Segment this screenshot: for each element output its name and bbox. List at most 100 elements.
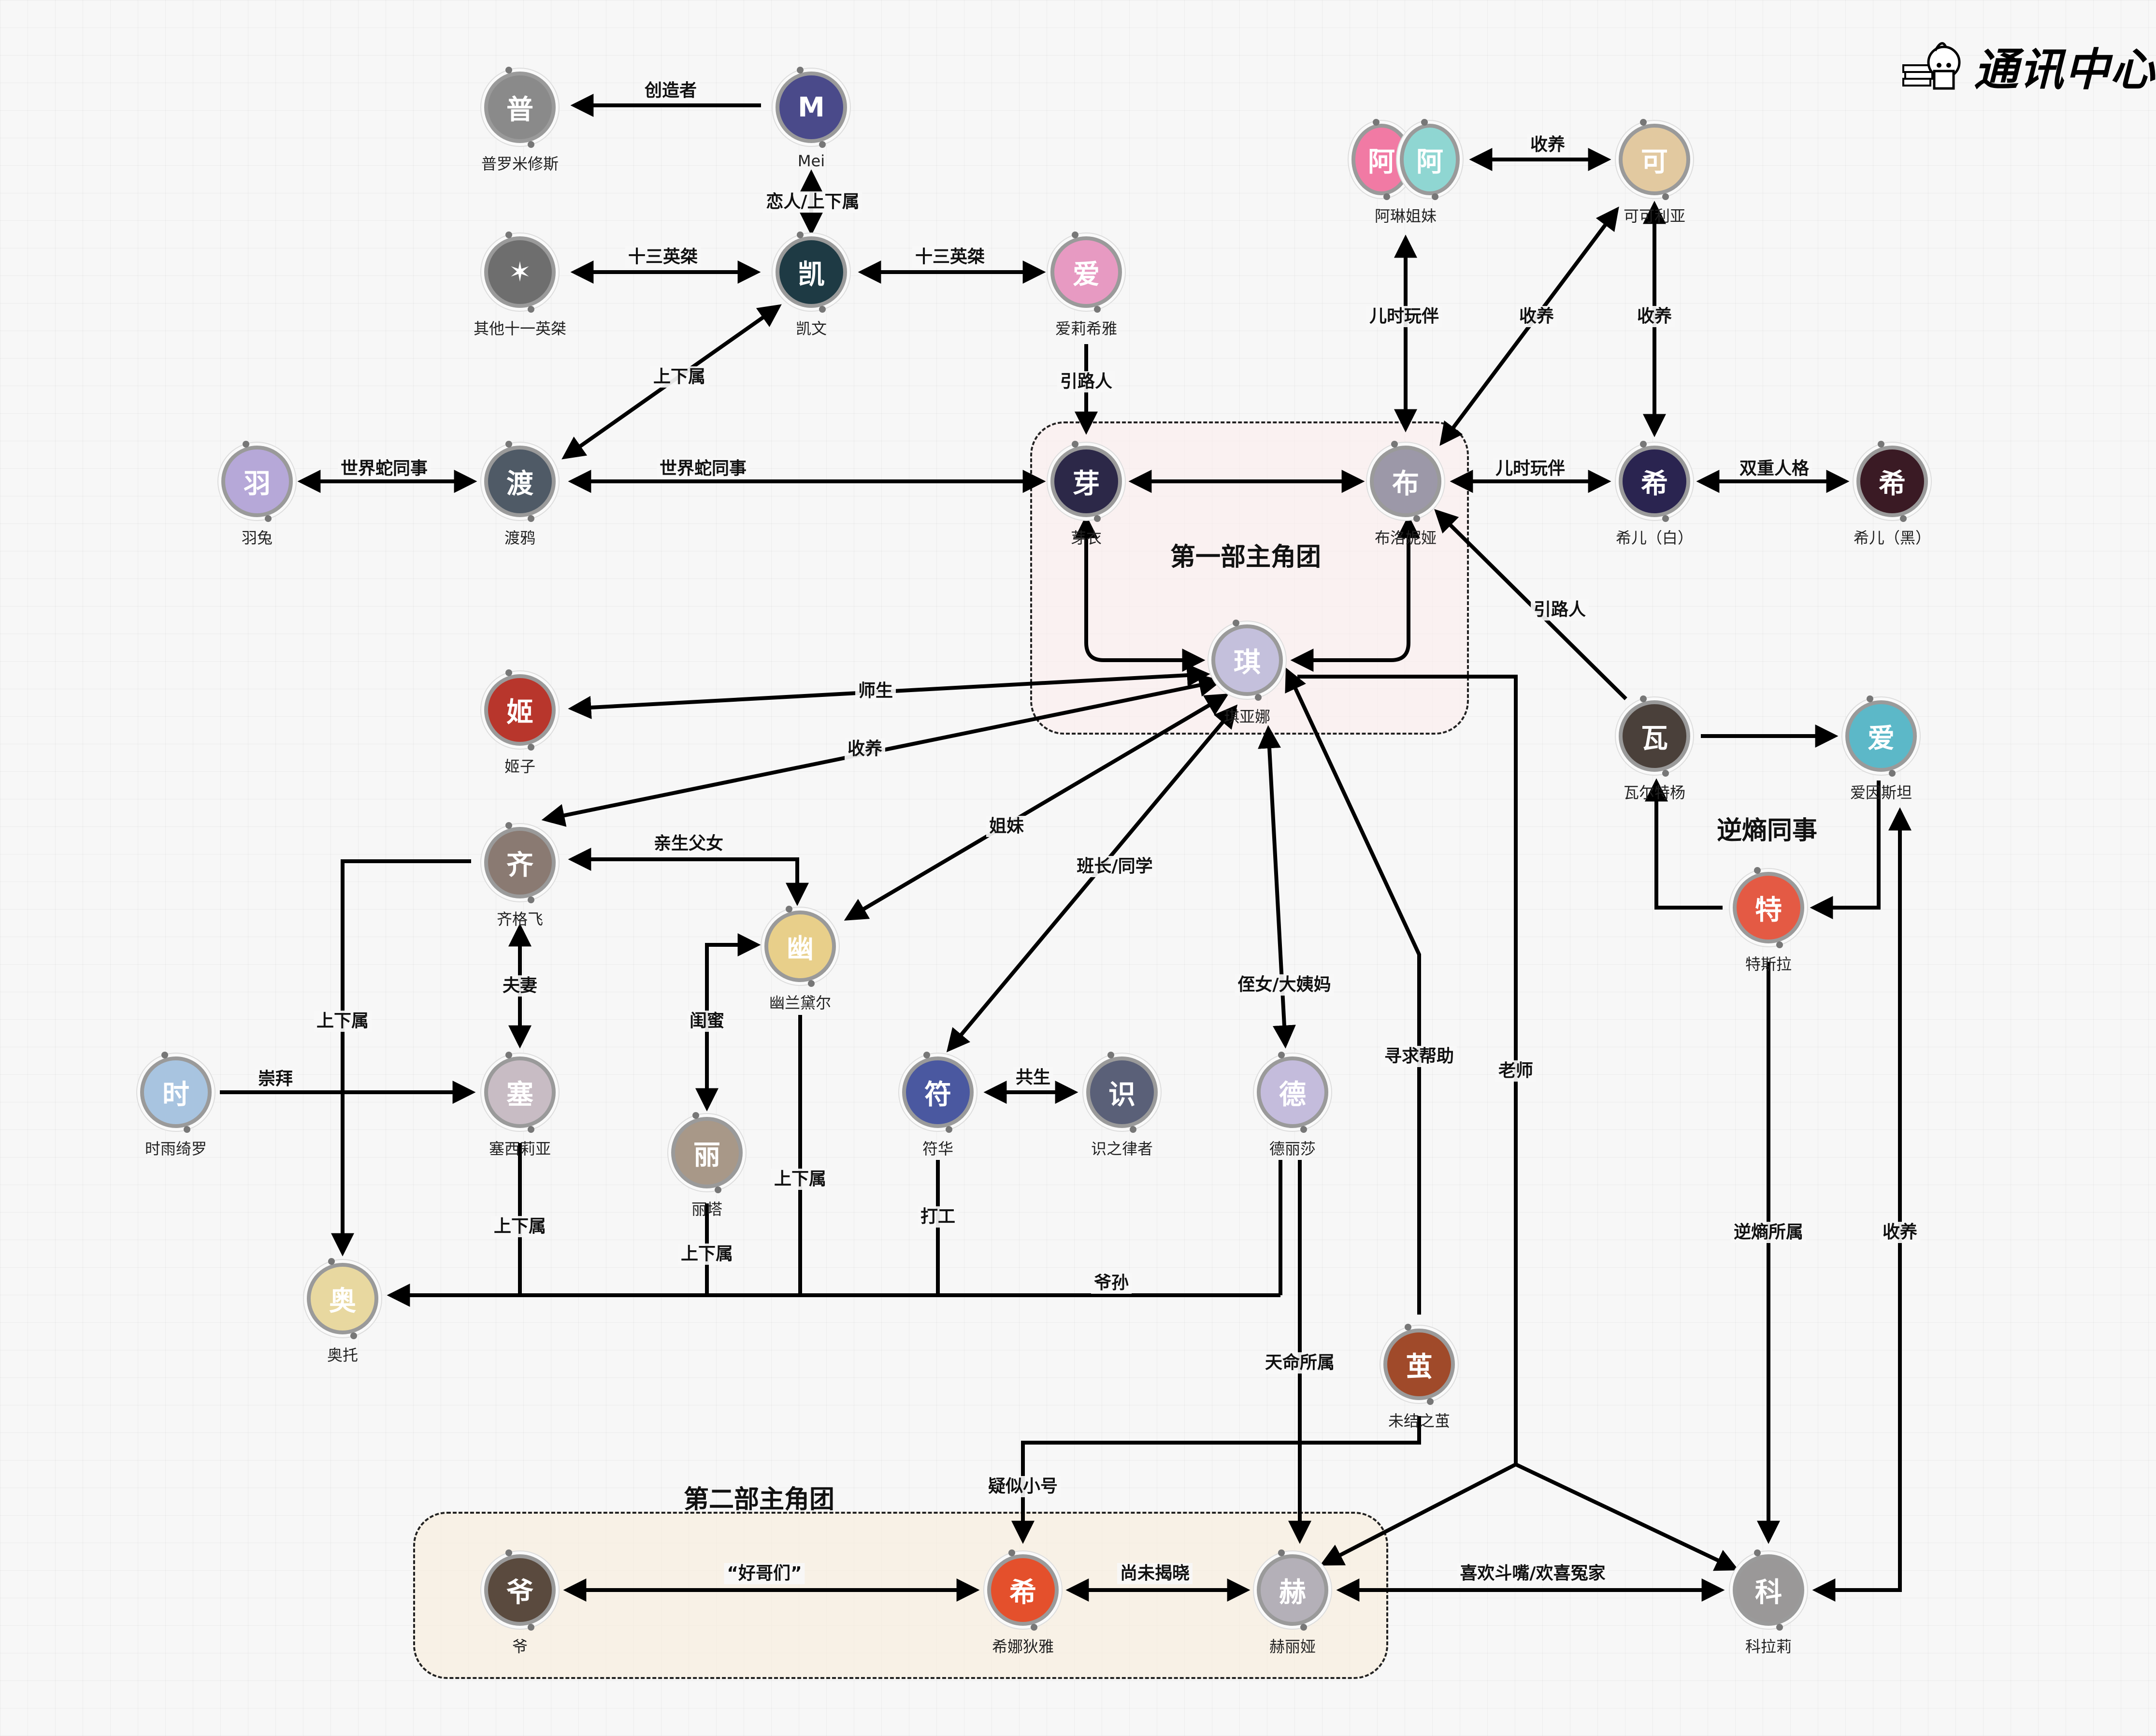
node-fuhua[interactable]: 符符华 <box>890 1052 986 1159</box>
frame-dot <box>328 1258 335 1265</box>
node-coralie[interactable]: 科科拉莉 <box>1720 1549 1817 1657</box>
frame-dot <box>1130 1126 1136 1133</box>
logo: 通讯中心 <box>1901 34 2156 98</box>
node-label: 奥托 <box>327 1346 358 1364</box>
avatar: 塞 <box>480 1052 560 1133</box>
node-durandal[interactable]: 幽幽兰黛尔 <box>752 906 848 1013</box>
avatar-portrait: 姬 <box>484 674 556 746</box>
avatar: M <box>772 67 851 148</box>
avatar-portrait: 识 <box>1086 1056 1158 1128</box>
edge-sieg-otto <box>331 859 471 1257</box>
edge-label: 收养 <box>1634 306 1675 327</box>
frame-dot <box>505 822 512 829</box>
avatar-portrait: 茧 <box>1383 1329 1455 1400</box>
node-welt[interactable]: 瓦瓦尔特杨 <box>1606 695 1703 803</box>
edge-label: 班长/同学 <box>1074 856 1156 877</box>
node-theresa[interactable]: 德德丽莎 <box>1244 1052 1341 1159</box>
frame-dot <box>1421 119 1428 126</box>
avatar-portrait: 希 <box>987 1554 1059 1626</box>
node-elysia[interactable]: 爱爱莉希雅 <box>1038 231 1135 339</box>
node-seele_b[interactable]: 希希儿（黑） <box>1844 441 1940 548</box>
avatar-portrait: 时 <box>140 1056 212 1128</box>
avatar-portrait: 塞 <box>484 1056 556 1128</box>
node-cecilia[interactable]: 塞塞西莉亚 <box>472 1052 568 1159</box>
avatar: 芽 <box>1047 441 1126 522</box>
node-einstein[interactable]: 爱爱因斯坦 <box>1833 695 1929 803</box>
node-label: 希儿（白） <box>1615 529 1693 547</box>
node-herrscher_sentience[interactable]: 识识之律者 <box>1074 1052 1170 1159</box>
avatar-portrait: 希 <box>1619 446 1690 517</box>
node-label: 未结之茧 <box>1388 1412 1450 1430</box>
node-cocoon[interactable]: 茧未结之茧 <box>1371 1324 1467 1431</box>
edge-label: 老师 <box>1495 1060 1537 1082</box>
node-label: 赫丽娅 <box>1269 1637 1316 1656</box>
node-prometheus[interactable]: 普普罗米修斯 <box>472 67 568 174</box>
node-label: 渡鸦 <box>504 529 535 547</box>
avatar-portrait: 奥 <box>307 1263 378 1334</box>
node-label: 布洛妮娅 <box>1374 529 1437 547</box>
node-siegfried[interactable]: 齐齐格飞 <box>472 822 568 929</box>
frame-dot <box>528 744 534 751</box>
node-eleven[interactable]: ✶其他十一英桀 <box>472 231 568 339</box>
edge-label: 打工 <box>917 1206 959 1228</box>
frame-dot <box>505 1052 512 1058</box>
frame-dot <box>786 906 792 912</box>
frame-dot <box>1233 620 1239 626</box>
avatar: 丽 <box>667 1112 747 1193</box>
avatar-portrait: 希 <box>1856 446 1928 517</box>
edge-label: 世界蛇同事 <box>337 458 431 479</box>
node-kevin[interactable]: 凯凯文 <box>763 231 860 339</box>
edge-label: 爷孙 <box>1091 1273 1132 1294</box>
avatar-pair: 阿阿 <box>1348 119 1464 200</box>
node-arin[interactable]: 阿阿阿琳姐妹 <box>1348 119 1464 226</box>
node-ye[interactable]: 爷爷 <box>472 1549 568 1657</box>
edge-label: 天命所属 <box>1262 1352 1338 1374</box>
frame-dot <box>1008 1549 1015 1556</box>
node-tesla[interactable]: 特特斯拉 <box>1720 867 1817 974</box>
avatar-portrait: 赫 <box>1257 1554 1328 1626</box>
edge-label: 寻求帮助 <box>1381 1046 1457 1067</box>
node-kiana[interactable]: 琪琪亚娜 <box>1199 620 1295 727</box>
edge-label: 双重人格 <box>1736 458 1812 479</box>
node-himeko[interactable]: 姬姬子 <box>472 669 568 777</box>
edge-label: “好哥们” <box>724 1563 805 1584</box>
avatar: 爱 <box>1047 231 1126 313</box>
node-helia[interactable]: 赫赫丽娅 <box>1244 1549 1341 1657</box>
avatar: 希 <box>983 1549 1063 1631</box>
avatar: 茧 <box>1380 1324 1459 1405</box>
edge-label: 疑似小号 <box>985 1476 1061 1497</box>
node-label: 希娜狄雅 <box>992 1637 1054 1656</box>
edge-label: 亲生父女 <box>650 833 727 854</box>
edge-label: 引路人 <box>1057 371 1116 392</box>
node-raven[interactable]: 渡渡鸦 <box>472 441 568 548</box>
logo-title: 通讯中心 <box>1974 44 2156 96</box>
node-otto[interactable]: 奥奥托 <box>294 1258 391 1365</box>
edge-sisters <box>844 694 1229 921</box>
avatar: 普 <box>480 67 560 148</box>
node-senadina[interactable]: 希希娜狄雅 <box>975 1549 1071 1657</box>
node-cocolia[interactable]: 可可可利亚 <box>1606 119 1703 226</box>
avatar-portrait: 符 <box>902 1056 974 1128</box>
edge-raiden-kiana <box>1075 515 1206 672</box>
edge-label: 喜欢斗嘴/欢喜冤家 <box>1457 1563 1609 1584</box>
node-yutu[interactable]: 羽羽兔 <box>209 441 305 548</box>
frame-dot <box>528 1126 534 1133</box>
node-raiden[interactable]: 芽芽衣 <box>1038 441 1135 548</box>
edge-label: 儿时玩伴 <box>1492 458 1568 479</box>
frame-dot <box>819 141 826 148</box>
avatar-portrait: 瓦 <box>1619 700 1690 772</box>
edge-label: 师生 <box>855 680 896 702</box>
node-seele_w[interactable]: 希希儿（白） <box>1606 441 1703 548</box>
frame-dot <box>1432 193 1438 200</box>
node-kira[interactable]: 时时雨绮罗 <box>128 1052 224 1159</box>
node-bronya[interactable]: 布布洛妮娅 <box>1357 441 1454 548</box>
avatar-portrait: 爱 <box>1050 236 1122 308</box>
frame-dot <box>1427 1398 1434 1405</box>
avatar-portrait: 齐 <box>484 827 556 898</box>
node-label: 塞西莉亚 <box>489 1140 551 1158</box>
avatar-portrait: 羽 <box>221 446 293 517</box>
node-rita[interactable]: 丽丽塔 <box>659 1112 755 1219</box>
edge-label: 上下属 <box>650 366 709 388</box>
edge-classmate <box>946 704 1238 1053</box>
